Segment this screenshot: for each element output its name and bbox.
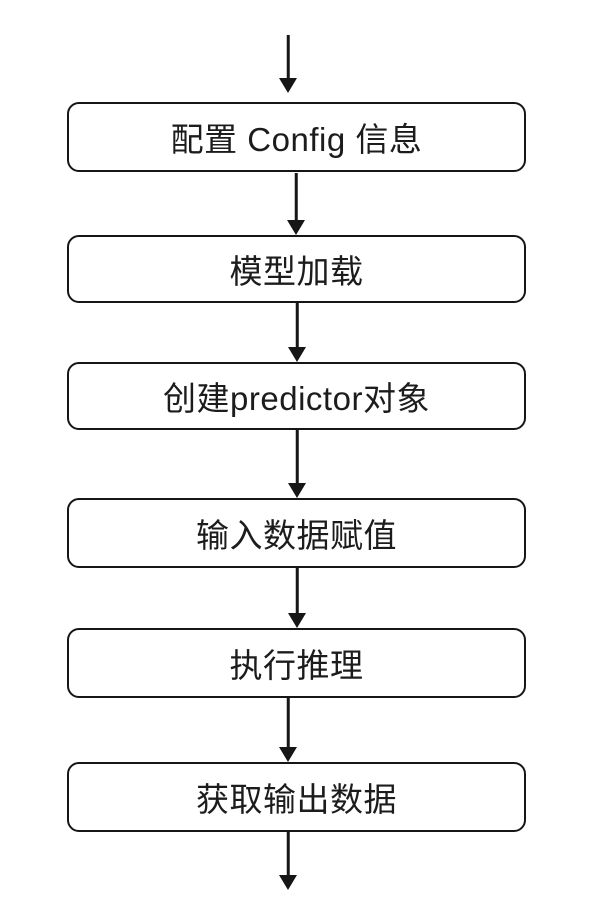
flow-arrow-entry — [279, 35, 297, 93]
down-arrow-head-icon — [288, 483, 306, 498]
flow-node-label: 输入数据赋值 — [196, 517, 397, 554]
flow-arrow-run-inference-to-get-output — [279, 698, 297, 762]
flow-node-input-data: 输入数据赋值 — [67, 498, 526, 568]
flow-node-model-load: 模型加载 — [67, 235, 526, 303]
down-arrow-head-icon — [279, 747, 297, 762]
flow-node-label: 获取输出数据 — [196, 781, 397, 818]
flow-node-label: 配置 Config 信息 — [170, 121, 423, 158]
down-arrow-head-icon — [279, 875, 297, 890]
down-arrow-head-icon — [279, 78, 297, 93]
down-arrow-head-icon — [288, 613, 306, 628]
flow-node-run-inference: 执行推理 — [67, 628, 526, 698]
flow-arrow-exit — [279, 832, 297, 890]
arrow-line — [286, 832, 290, 877]
arrow-line — [295, 303, 299, 349]
flow-arrow-model-load-to-create-predictor — [288, 303, 306, 362]
arrow-line — [294, 173, 298, 222]
down-arrow-head-icon — [287, 220, 305, 235]
flow-arrow-create-predictor-to-input-data — [288, 430, 306, 498]
flow-node-config: 配置 Config 信息 — [67, 102, 526, 172]
arrow-line — [286, 35, 290, 80]
flow-node-get-output: 获取输出数据 — [67, 762, 526, 832]
down-arrow-head-icon — [288, 347, 306, 362]
arrow-line — [286, 698, 290, 749]
flow-node-label: 创建predictor对象 — [163, 380, 430, 417]
arrow-line — [295, 430, 299, 485]
flow-arrow-input-data-to-run-inference — [288, 568, 306, 628]
flow-node-create-predictor: 创建predictor对象 — [67, 362, 526, 430]
flow-node-label: 执行推理 — [229, 647, 364, 684]
arrow-line — [295, 568, 299, 615]
flow-arrow-config-to-model-load — [287, 173, 305, 235]
flow-node-label: 模型加载 — [229, 253, 364, 290]
